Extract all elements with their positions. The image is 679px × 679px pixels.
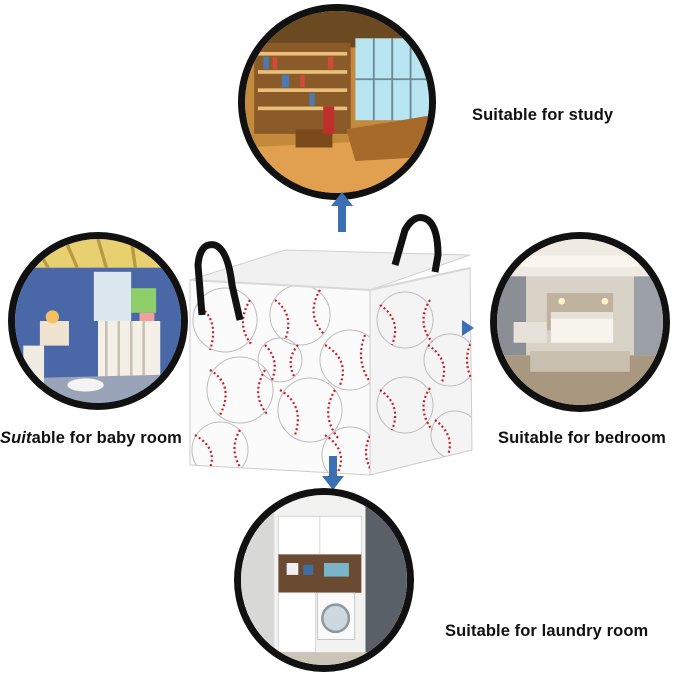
storage-basket-image xyxy=(189,214,473,476)
laundry-room-photo xyxy=(234,488,414,672)
caption-baby-room-rest: able for baby room xyxy=(31,429,182,447)
arrow-down-icon xyxy=(322,456,344,490)
caption-baby-room: Suitable for baby room xyxy=(0,429,182,448)
arrow-up-icon xyxy=(331,192,353,232)
caption-laundry-room: Suitable for laundry room xyxy=(445,622,649,640)
arrow-right-icon xyxy=(462,320,474,336)
study-room-photo xyxy=(238,4,436,200)
bedroom-photo xyxy=(490,232,670,412)
caption-bedroom: Suitable for bedroom xyxy=(498,429,666,447)
caption-baby-room-lead: Suit xyxy=(0,429,32,447)
caption-study: Suitable for study xyxy=(472,106,614,124)
baby-room-photo xyxy=(8,232,188,410)
